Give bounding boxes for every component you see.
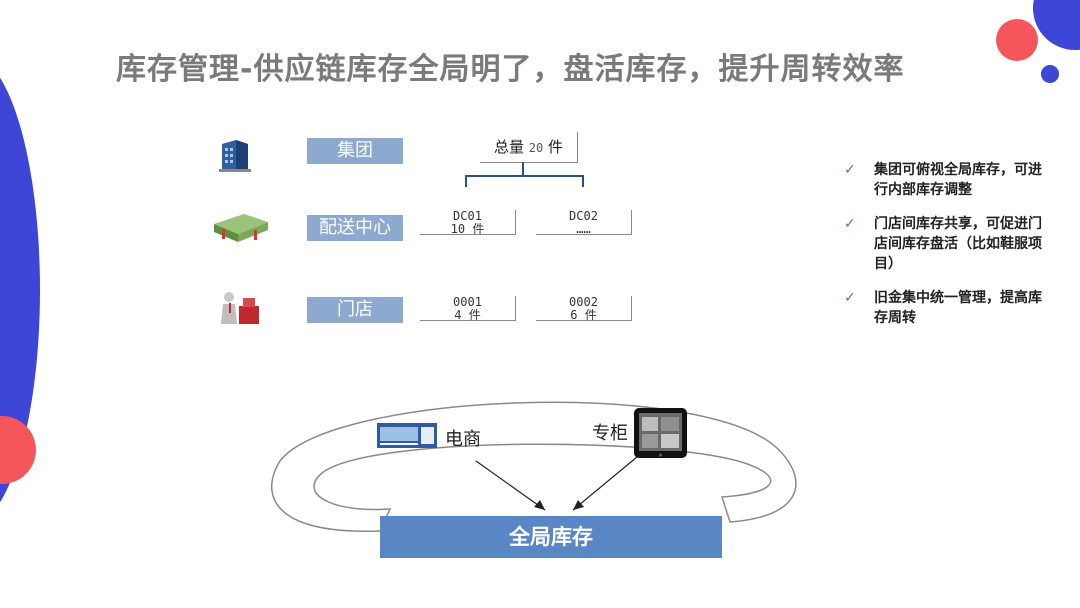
tree-connector bbox=[465, 162, 584, 187]
check-icon: ✓ bbox=[844, 216, 856, 232]
dc-node-2: DC02 …… bbox=[536, 209, 632, 236]
decor-left-shapes bbox=[0, 77, 40, 503]
dc-qty: …… bbox=[576, 222, 591, 236]
page-title: 库存管理-供应链库存全局明了，盘活库存，提升周转效率 bbox=[116, 52, 905, 87]
tablet-icon bbox=[634, 408, 687, 458]
global-stock-bar: 全局库存 bbox=[380, 516, 722, 558]
webpage-screenshot-icon bbox=[377, 423, 437, 448]
dc-code: DC01 bbox=[453, 209, 482, 223]
dc-code: DC02 bbox=[569, 209, 598, 223]
check-item: ✓ 门店间库存共享，可促进门店间库存盘活（比如鞋服项目） bbox=[842, 214, 1042, 274]
store-node-1: 0001 4 件 bbox=[420, 295, 516, 322]
warehouse-icon bbox=[214, 214, 268, 242]
store-qty: 6 件 bbox=[570, 308, 597, 322]
check-icon: ✓ bbox=[844, 162, 856, 178]
decor-right-shapes bbox=[996, 0, 1080, 83]
store-qty: 4 件 bbox=[454, 308, 481, 322]
check-icon: ✓ bbox=[844, 290, 856, 306]
level-label-dc: 配送中心 bbox=[307, 215, 403, 241]
dc-node-1: DC01 10 件 bbox=[420, 209, 516, 236]
total-unit: 件 bbox=[548, 138, 564, 156]
check-item-text: 门店间库存共享，可促进门店间库存盘活（比如鞋服项目） bbox=[874, 216, 1042, 272]
check-item: ✓ 集团可俯视全局库存，可进行内部库存调整 bbox=[842, 160, 1042, 200]
store-node-2: 0002 6 件 bbox=[536, 295, 632, 322]
building-icon bbox=[219, 140, 251, 172]
channel-ecommerce-label: 电商 bbox=[445, 429, 481, 450]
total-value: 20 bbox=[528, 141, 544, 155]
store-person-icon bbox=[221, 292, 259, 324]
total-box: 总量 20 件 bbox=[480, 132, 578, 163]
total-label: 总量 bbox=[493, 138, 524, 156]
check-item: ✓ 旧金集中统一管理，提高库存周转 bbox=[842, 288, 1042, 328]
channel-counter-label: 专柜 bbox=[592, 423, 628, 444]
benefit-checklist: ✓ 集团可俯视全局库存，可进行内部库存调整 ✓ 门店间库存共享，可促进门店间库存… bbox=[842, 160, 1042, 342]
level-label-group: 集团 bbox=[307, 138, 403, 164]
check-item-text: 旧金集中统一管理，提高库存周转 bbox=[874, 290, 1042, 326]
store-code: 0001 bbox=[453, 295, 482, 309]
store-code: 0002 bbox=[569, 295, 598, 309]
dc-qty: 10 件 bbox=[450, 222, 485, 236]
level-label-store: 门店 bbox=[307, 297, 403, 323]
check-item-text: 集团可俯视全局库存，可进行内部库存调整 bbox=[874, 162, 1042, 198]
